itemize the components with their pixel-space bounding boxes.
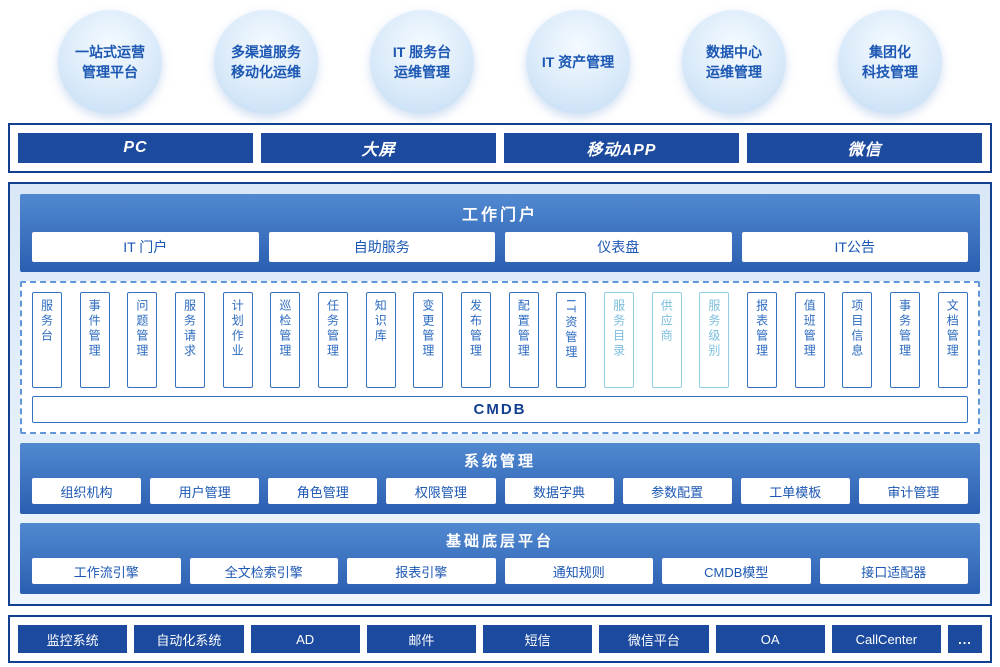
bubble-label: IT 资产管理 [541,53,615,70]
system-management-title: 系统管理 [463,453,536,470]
capability-bubble: 集团化 科技管理 [838,10,942,114]
module-box: IT资管理 [556,292,587,388]
base-platform-item: 报表引擎 [347,558,496,584]
bubble-label: 一站式运营 管理平台 [75,43,145,80]
portal-item: 仪表盘 [505,232,732,262]
module-box: 事件管理 [79,292,110,388]
modules-row: 服务台 事件管理 问题管理 服务请求 计划作业 巡检管理 任务管理 知识库 变更… [32,292,968,388]
system-management-row: 组织机构 用户管理 角色管理 权限管理 数据字典 参数配置 工单模板 审计管理 [32,478,968,504]
external-system: OA [715,625,825,653]
module-label: 任务管理 [325,299,340,359]
module-label: 服务级别 [706,299,721,359]
capability-bubble: 数据中心 运维管理 [682,10,786,114]
module-label: 服务目录 [611,299,626,359]
module-box: 值班管理 [794,292,825,388]
base-platform-title: 基础底层平台 [445,533,554,550]
module-label: 计划作业 [230,299,245,359]
module-label: 事件管理 [87,299,102,359]
system-item: 用户管理 [150,478,260,504]
module-label: 巡检管理 [277,299,292,359]
system-item: 审计管理 [858,478,968,504]
external-system-more: ... [948,625,982,653]
bubble-label: IT 服务台 运维管理 [392,43,452,80]
portal-item: IT 门户 [32,232,259,262]
module-label: 文档管理 [945,299,960,359]
system-management-section: 系统管理 组织机构 用户管理 角色管理 权限管理 数据字典 参数配置 工单模板 … [20,443,980,514]
base-platform-item: CMDB模型 [662,558,811,584]
module-box: 项目信息 [842,292,873,388]
external-systems-bar: 监控系统 自动化系统 AD 邮件 短信 微信平台 OA CallCenter .… [8,615,992,663]
portal-item: IT公告 [741,232,968,262]
module-label: 配置管理 [516,299,531,359]
external-system: 自动化系统 [134,625,244,653]
system-item: 数据字典 [504,478,614,504]
module-label: 知识库 [373,299,388,344]
channel-mobile-app: 移动APP [504,133,739,163]
capability-bubble: 一站式运营 管理平台 [58,10,162,114]
channel-wechat: 微信 [747,133,982,163]
portal-title: 工作门户 [461,207,538,224]
base-platform-item: 工作流引擎 [32,558,181,584]
module-box-light: 服务目录 [604,292,635,388]
module-box: 变更管理 [413,292,444,388]
portal-section: 工作门户 IT 门户 自助服务 仪表盘 IT公告 [20,194,980,272]
module-label: 服务请求 [182,299,197,359]
external-system: 邮件 [366,625,476,653]
module-box: 任务管理 [318,292,349,388]
system-item: 组织机构 [32,478,142,504]
capability-bubble: IT 资产管理 [526,10,630,114]
module-box-light: 服务级别 [699,292,730,388]
module-label: 值班管理 [802,299,817,359]
module-box-light: 供应商 [651,292,682,388]
system-item: 参数配置 [622,478,732,504]
channel-bar: PC 大屏 移动APP 微信 [8,123,992,173]
module-label: 发布管理 [468,299,483,359]
external-system: 短信 [483,625,593,653]
system-item: 角色管理 [268,478,378,504]
bubble-label: 数据中心 运维管理 [706,43,762,80]
base-platform-item: 接口适配器 [819,558,968,584]
module-label: 事务管理 [897,299,912,359]
module-box: 文档管理 [937,292,968,388]
base-platform-row: 工作流引擎 全文检索引擎 报表引擎 通知规则 CMDB模型 接口适配器 [32,558,968,584]
capability-bubble: 多渠道服务 移动化运维 [214,10,318,114]
system-item: 工单模板 [740,478,850,504]
module-box: 配置管理 [508,292,539,388]
itsm-modules-section: 服务台 事件管理 问题管理 服务请求 计划作业 巡检管理 任务管理 知识库 变更… [20,281,980,434]
external-system: 微信平台 [599,625,709,653]
capability-bubble: IT 服务台 运维管理 [370,10,474,114]
module-label: 项目信息 [849,299,864,359]
platform-container: 工作门户 IT 门户 自助服务 仪表盘 IT公告 服务台 事件管理 问题管理 服… [8,182,992,606]
module-box: 报表管理 [747,292,778,388]
module-box: 知识库 [365,292,396,388]
base-platform-item: 全文检索引擎 [189,558,338,584]
module-box: 问题管理 [127,292,158,388]
system-item: 权限管理 [386,478,496,504]
module-label: 报表管理 [754,299,769,359]
channel-pc: PC [18,133,253,163]
module-label: 供应商 [659,299,674,344]
module-box: 服务台 [32,292,62,388]
base-platform-item: 通知规则 [504,558,653,584]
external-system: AD [250,625,360,653]
bubble-label: 集团化 科技管理 [862,43,918,80]
module-box: 服务请求 [175,292,206,388]
portal-items-row: IT 门户 自助服务 仪表盘 IT公告 [32,232,968,262]
module-label: 问题管理 [134,299,149,359]
module-box: 发布管理 [461,292,492,388]
external-system: 监控系统 [18,625,128,653]
bubble-label: 多渠道服务 移动化运维 [231,43,301,80]
module-label: 服务台 [39,299,54,344]
module-box: 计划作业 [222,292,253,388]
module-box: 事务管理 [890,292,921,388]
channel-bigscreen: 大屏 [261,133,496,163]
capability-bubbles-row: 一站式运营 管理平台 多渠道服务 移动化运维 IT 服务台 运维管理 IT 资产… [8,8,992,114]
external-system: CallCenter [831,625,941,653]
base-platform-section: 基础底层平台 工作流引擎 全文检索引擎 报表引擎 通知规则 CMDB模型 接口适… [20,523,980,594]
portal-item: 自助服务 [268,232,495,262]
module-label: 变更管理 [420,299,435,359]
module-box: 巡检管理 [270,292,301,388]
cmdb-bar: CMDB [32,396,968,423]
module-label: IT资管理 [563,299,578,361]
